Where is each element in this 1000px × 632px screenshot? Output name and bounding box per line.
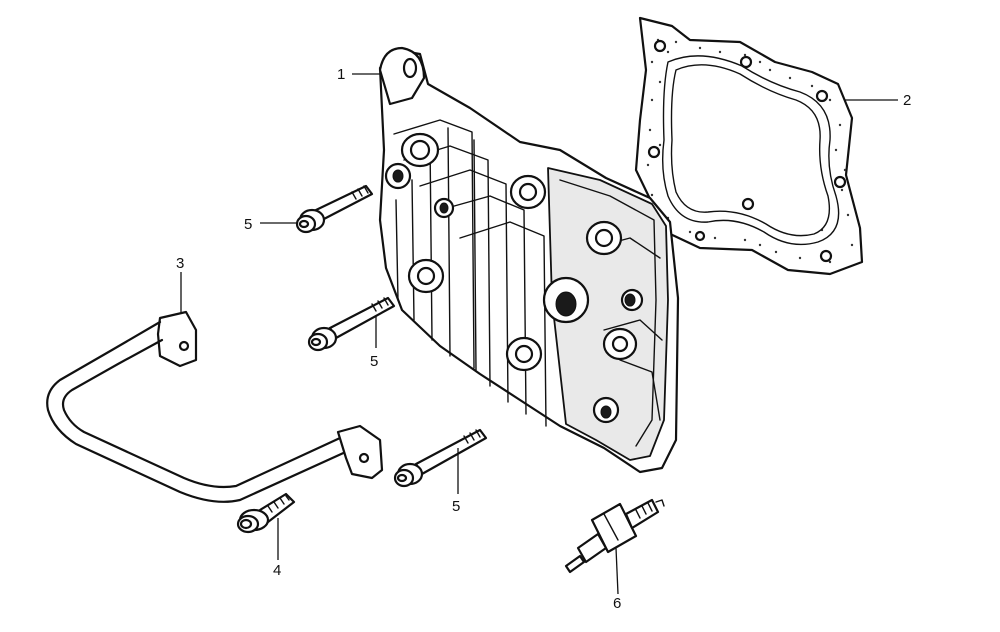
head-bolt-middle [307,296,396,352]
callout-5-upper: 5 [244,216,252,233]
callout-5-lower: 5 [452,498,460,515]
spark-plug [564,498,665,574]
cooling-fins [393,119,547,427]
callout-labels: 1 2 3 4 5 5 5 6 [176,66,911,612]
head-bolt-lower [393,428,488,488]
callout-3: 3 [176,255,184,272]
callout-1: 1 [337,66,345,83]
cylinder-head [378,46,680,474]
head-bolt-upper [295,184,374,234]
head-gasket [634,16,864,276]
leader-lines [180,73,898,595]
callout-5-middle: 5 [370,353,378,370]
bracket-bolt [236,492,296,534]
head-bolt-bosses [384,132,644,424]
callout-2: 2 [903,92,911,109]
callout-4: 4 [273,562,281,579]
callout-6: 6 [613,595,621,612]
lifting-bracket [46,310,384,503]
